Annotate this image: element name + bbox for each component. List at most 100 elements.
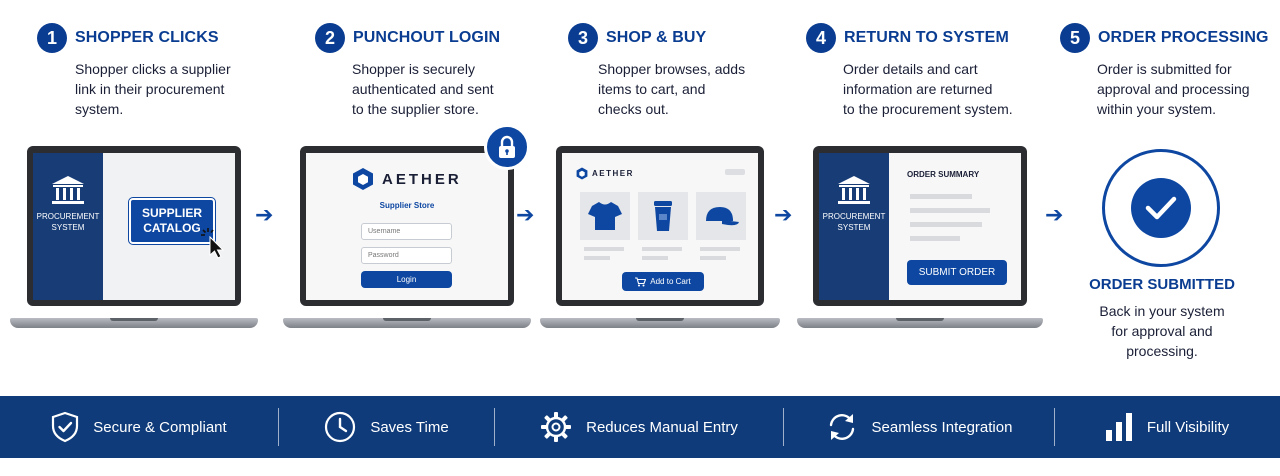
step-number: 4	[806, 23, 836, 53]
features-bar: Secure & Compliant Saves Time Reduces Ma…	[0, 396, 1280, 458]
laptop-screen: PROCUREMENT SYSTEM SUPPLIER CATALOG	[27, 146, 241, 306]
step-number: 1	[37, 23, 67, 53]
clock-icon	[324, 411, 356, 443]
step-title: RETURN TO SYSTEM	[844, 29, 1009, 46]
step-description: Shopper clicks a supplier link in their …	[75, 59, 231, 119]
bar-chart-icon	[1105, 412, 1133, 442]
laptop-notch	[896, 318, 944, 321]
desc-line: items to cart, and	[598, 81, 706, 97]
product-card[interactable]	[696, 192, 746, 240]
laptop-notch	[110, 318, 158, 321]
step-title: SHOP & BUY	[606, 29, 707, 46]
check-circle-icon	[1131, 178, 1191, 238]
desc-line: authenticated and sent	[352, 81, 494, 97]
laptop-screen: AETHER Supplier Store Username Password …	[300, 146, 514, 306]
text-placeholder	[584, 247, 624, 251]
add-to-cart-label: Add to Cart	[650, 277, 691, 286]
step-number: 5	[1060, 23, 1090, 53]
product-card[interactable]	[638, 192, 688, 240]
feature-label: Secure & Compliant	[93, 418, 227, 436]
shield-check-icon	[51, 411, 79, 443]
product-card[interactable]	[580, 192, 630, 240]
desc-line: Shopper browses, adds	[598, 61, 746, 77]
desc-line: for approval and	[1111, 323, 1213, 339]
hexagon-logo-icon	[576, 167, 588, 180]
text-placeholder	[642, 256, 668, 260]
hexagon-logo-icon	[353, 168, 373, 190]
login-button[interactable]: Login	[361, 271, 452, 288]
divider	[1054, 408, 1055, 446]
submit-order-button[interactable]: SUBMIT ORDER	[907, 260, 1007, 285]
header-placeholder	[725, 169, 745, 175]
step-title: PUNCHOUT LOGIN	[353, 29, 501, 46]
laptop-screen: PROCUREMENT SYSTEM ORDER SUMMARY SUBMIT …	[813, 146, 1027, 306]
laptop-base	[797, 318, 1043, 328]
desc-line: Shopper is securely	[352, 61, 475, 77]
feature-integration: Seamless Integration	[784, 396, 1054, 458]
step-3-header: 3 SHOP & BUY	[568, 23, 706, 53]
panel-label: PROCUREMENT SYSTEM	[36, 212, 100, 232]
divider	[783, 408, 784, 446]
desc-line: within your system.	[1097, 101, 1217, 117]
gear-icon	[540, 411, 572, 443]
order-submitted-badge	[1102, 149, 1220, 267]
arrow-right-icon: ➔	[516, 202, 535, 227]
screen-display: AETHER	[562, 153, 758, 300]
step-title: ORDER PROCESSING	[1098, 29, 1269, 46]
divider	[494, 408, 495, 446]
brand-logo: AETHER	[352, 167, 462, 191]
laptop-notch	[383, 318, 431, 321]
feature-manual-entry: Reduces Manual Entry	[495, 396, 783, 458]
feature-secure: Secure & Compliant	[0, 396, 278, 458]
order-submitted-title: ORDER SUBMITTED	[1089, 276, 1235, 293]
laptop-base	[283, 318, 531, 328]
step-4-header: 4 RETURN TO SYSTEM	[806, 23, 1009, 53]
divider	[278, 408, 279, 446]
step-title: SHOPPER CLICKS	[75, 29, 219, 46]
laptop-base	[540, 318, 780, 328]
desc-line: Shopper clicks a supplier	[75, 61, 231, 77]
text-placeholder	[910, 208, 990, 213]
feature-label: Full Visibility	[1146, 418, 1230, 436]
step-5-header: 5 ORDER PROCESSING	[1060, 23, 1269, 53]
laptop-procurement: PROCUREMENT SYSTEM SUPPLIER CATALOG	[10, 146, 258, 330]
supplier-catalog-button[interactable]: SUPPLIER CATALOG	[129, 198, 215, 244]
password-field[interactable]: Password	[361, 247, 452, 264]
username-field[interactable]: Username	[361, 223, 452, 240]
text-placeholder	[910, 194, 972, 199]
laptop-screen: AETHER	[556, 146, 764, 306]
order-submitted-description: Back in your system for approval and pro…	[1060, 301, 1264, 361]
brand-name: AETHER	[382, 170, 462, 188]
desc-line: Order details and cart	[843, 61, 978, 77]
lock-icon	[484, 124, 530, 170]
order-summary-title: ORDER SUMMARY	[907, 170, 980, 179]
step-description: Order details and cart information are r…	[843, 59, 1013, 119]
laptop-return: PROCUREMENT SYSTEM ORDER SUMMARY SUBMIT …	[797, 146, 1043, 330]
text-placeholder	[910, 222, 982, 227]
step-description: Shopper browses, adds items to cart, and…	[598, 59, 745, 119]
desc-line: link in their procurement	[75, 81, 225, 97]
procurement-panel: PROCUREMENT SYSTEM	[33, 153, 103, 300]
desc-line: checks out.	[598, 101, 669, 117]
laptop-login: AETHER Supplier Store Username Password …	[283, 146, 531, 330]
cap-icon	[706, 207, 739, 226]
laptop-notch	[636, 318, 684, 321]
brand-logo: AETHER	[576, 167, 634, 180]
text-placeholder	[700, 247, 740, 251]
step-2-header: 2 PUNCHOUT LOGIN	[315, 23, 500, 53]
cursor-click-icon	[201, 228, 225, 259]
desc-line: information are returned	[843, 81, 993, 97]
institution-icon	[838, 176, 870, 204]
feature-label: Seamless Integration	[871, 418, 1013, 436]
text-placeholder	[910, 236, 960, 241]
screen-display: AETHER Supplier Store Username Password …	[306, 153, 508, 300]
procurement-panel: PROCUREMENT SYSTEM	[819, 153, 889, 300]
add-to-cart-button[interactable]: Add to Cart	[622, 272, 704, 291]
step-description: Order is submitted for approval and proc…	[1097, 59, 1250, 119]
panel-label: PROCUREMENT SYSTEM	[822, 212, 886, 232]
store-label: Supplier Store	[379, 201, 435, 210]
arrow-right-icon: ➔	[255, 202, 274, 227]
desc-line: system.	[75, 101, 124, 117]
desc-line: to the procurement system.	[843, 101, 1013, 117]
text-placeholder	[642, 247, 682, 251]
